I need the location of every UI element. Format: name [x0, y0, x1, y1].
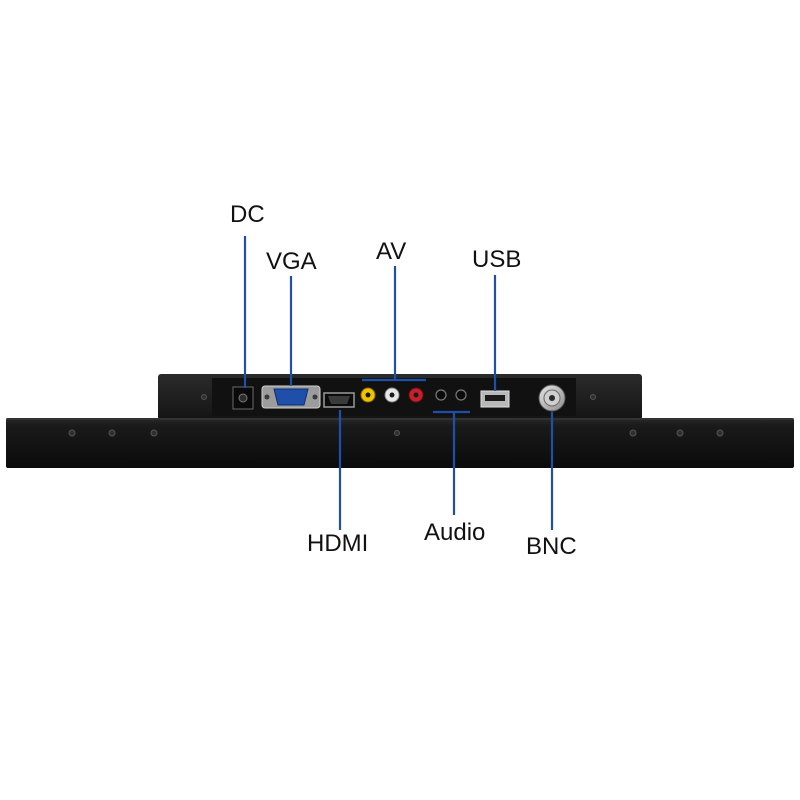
- dc-port: [232, 386, 254, 410]
- label-audio: Audio: [424, 519, 486, 546]
- hdmi-port: [323, 392, 355, 408]
- label-dc: DC: [230, 201, 265, 228]
- screw-hole: [150, 429, 158, 437]
- label-vga: VGA: [266, 248, 317, 275]
- screw-hole: [108, 429, 116, 437]
- leader-lines: [243, 236, 554, 530]
- label-bnc: BNC: [526, 533, 577, 560]
- screw-hole: [676, 429, 684, 437]
- label-usb: USB: [472, 246, 522, 273]
- usb-port: [480, 390, 510, 408]
- bnc-port: [538, 384, 566, 412]
- av-ports: [360, 387, 424, 403]
- screw-hole: [394, 430, 400, 436]
- screw-hole: [629, 429, 637, 437]
- screw-hole: [201, 394, 207, 400]
- monitor-bezel: [6, 418, 794, 468]
- screw-hole: [716, 429, 724, 437]
- label-av: AV: [376, 238, 407, 265]
- screw-hole: [68, 429, 76, 437]
- screw-hole: [590, 394, 596, 400]
- audio-ports: [435, 389, 467, 401]
- vga-port: [261, 385, 321, 409]
- screw-holes: [68, 394, 724, 437]
- label-hdmi: HDMI: [307, 530, 369, 557]
